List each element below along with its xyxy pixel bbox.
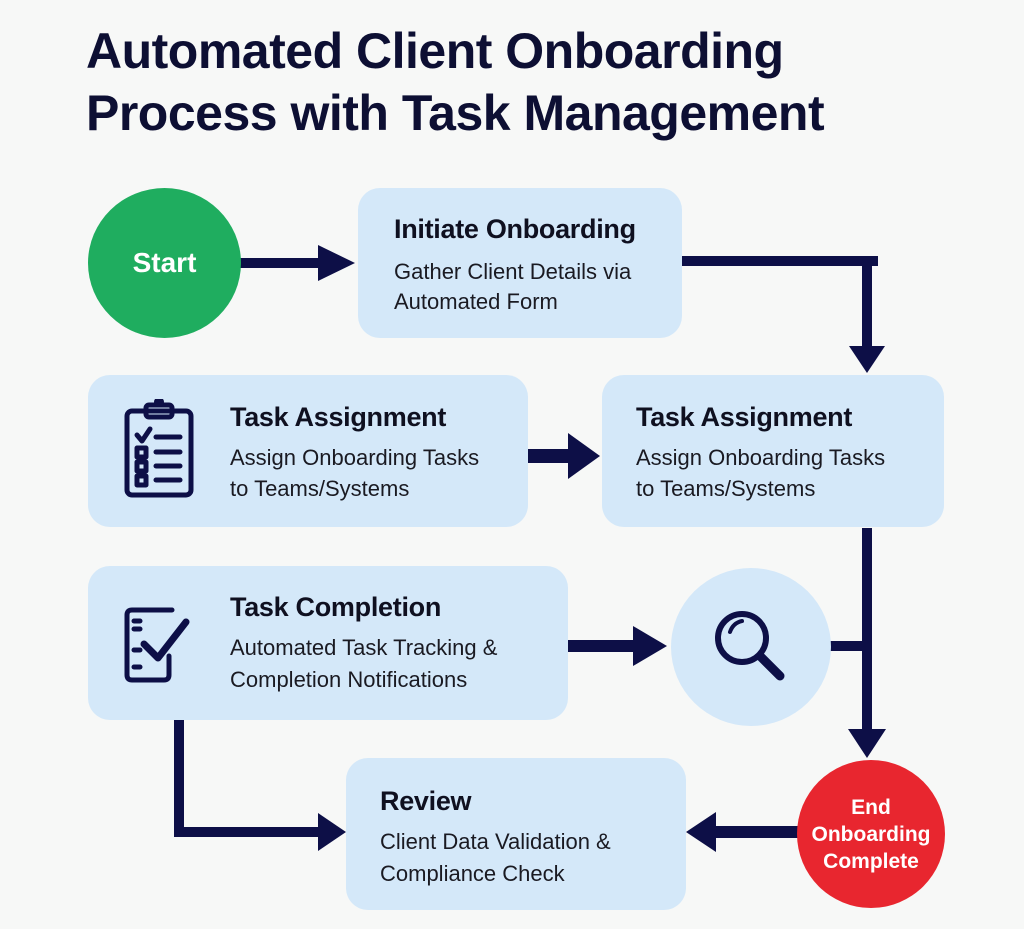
initiate-onboarding-box: Initiate Onboarding Gather Client Detail… xyxy=(358,188,682,338)
clipboard-checklist-icon xyxy=(124,399,194,498)
connector-search-line xyxy=(830,641,866,651)
initiate-onboarding-desc-2: Automated Form xyxy=(394,289,558,314)
arrowhead-start-initiate xyxy=(318,245,355,281)
connector-initiate-vertical xyxy=(862,256,872,356)
start-node: Start xyxy=(88,188,241,338)
connector-assign-assign xyxy=(528,449,572,463)
task-assignment-left-desc-1: Assign Onboarding Tasks xyxy=(230,445,480,470)
task-completion-desc-2: Completion Notifications xyxy=(230,667,468,692)
task-assignment-left-desc-2: to Teams/Systems xyxy=(230,476,410,501)
end-label-line-2: Onboarding xyxy=(811,822,931,846)
arrowhead-assign-end xyxy=(848,729,886,758)
arrowhead-assign-assign xyxy=(568,433,600,479)
task-assignment-left-title: Task Assignment xyxy=(230,402,447,432)
arrowhead-completion-review xyxy=(318,813,346,851)
arrowhead-initiate-assign xyxy=(849,346,885,373)
end-label-line-3: Complete xyxy=(823,849,919,873)
task-completion-box: Task Completion Automated Task Tracking … xyxy=(88,566,568,720)
task-completion-title: Task Completion xyxy=(230,592,442,622)
initiate-onboarding-desc-1: Gather Client Details via xyxy=(394,259,632,284)
connector-completion-vertical xyxy=(174,720,184,837)
task-assignment-right-box: Task Assignment Assign Onboarding Tasks … xyxy=(602,375,944,527)
connector-start-initiate xyxy=(240,258,322,268)
task-assignment-right-desc-2: to Teams/Systems xyxy=(636,476,816,501)
connector-completion-horizontal xyxy=(174,827,324,837)
start-label: Start xyxy=(132,247,197,278)
arrowhead-completion-search xyxy=(633,626,667,666)
task-assignment-right-title: Task Assignment xyxy=(636,402,853,432)
review-desc-1: Client Data Validation & xyxy=(380,829,611,854)
arrowhead-end-review xyxy=(686,812,716,852)
search-node xyxy=(671,568,831,726)
task-completion-desc-1: Automated Task Tracking & xyxy=(230,635,498,660)
end-label-line-1: End xyxy=(851,795,891,819)
end-node: End Onboarding Complete xyxy=(797,760,945,908)
title-line-1: Automated Client Onboarding xyxy=(86,23,784,79)
connector-initiate-horizontal xyxy=(682,256,878,266)
review-title: Review xyxy=(380,786,472,816)
magnifier-icon xyxy=(715,611,785,681)
connector-completion-search xyxy=(568,640,638,652)
title-line-2: Process with Task Management xyxy=(86,85,825,141)
connector-assign-end xyxy=(862,528,872,733)
review-box: Review Client Data Validation & Complian… xyxy=(346,758,686,910)
initiate-onboarding-title: Initiate Onboarding xyxy=(394,214,636,244)
task-assignment-left-box: Task Assignment Assign Onboarding Tasks … xyxy=(88,375,528,527)
task-assignment-right-desc-1: Assign Onboarding Tasks xyxy=(636,445,886,470)
review-desc-2: Compliance Check xyxy=(380,861,565,886)
connector-end-review xyxy=(712,826,798,838)
page-title: Automated Client Onboarding Process with… xyxy=(86,20,825,144)
checklist-check-icon xyxy=(124,607,190,683)
